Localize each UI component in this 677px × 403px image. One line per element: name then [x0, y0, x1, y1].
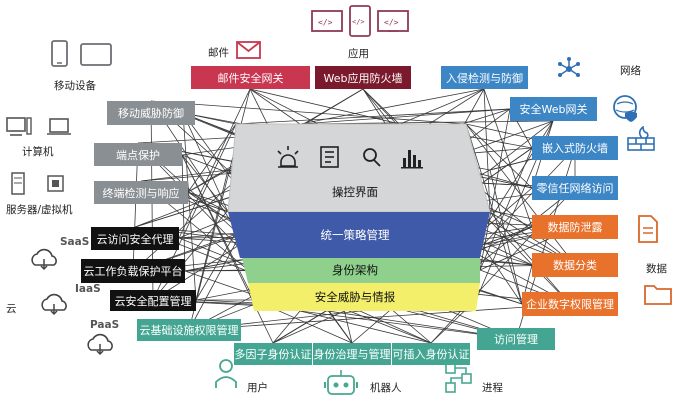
- connector-line: [187, 169, 229, 193]
- app-label: 应用: [348, 48, 369, 60]
- desktop-icon: [49, 118, 69, 133]
- right-box-classification: 数据分类: [532, 253, 618, 277]
- computer-label: 计算机: [22, 146, 54, 158]
- shield-chip-icon: [320, 146, 339, 168]
- chip-icon: [47, 175, 64, 192]
- connector-line: [195, 169, 229, 301]
- user-icon: [215, 359, 237, 388]
- bar-chart-icon: [401, 150, 423, 169]
- svg-text:</>: </>: [352, 18, 365, 26]
- connector-line: [483, 88, 491, 213]
- mail-gateway-box: 邮件安全网关: [191, 66, 310, 89]
- connector-line: [249, 88, 401, 125]
- phone-icon: [51, 40, 112, 67]
- mail-label: 邮件: [208, 47, 229, 59]
- left-box-casb: 云访问安全代理: [91, 227, 179, 250]
- left-box-cspm: 云安全配置管理: [110, 290, 196, 311]
- connector-line: [299, 108, 511, 125]
- mail-icon: [236, 41, 261, 59]
- connector-line: [249, 88, 301, 125]
- right-box-fw: 嵌入式防火墙: [532, 136, 618, 160]
- bottom-box-pluggable: 可插入身份认证: [392, 343, 470, 365]
- bottom-box-mfa: 多因子身份认证: [234, 343, 312, 365]
- bottom-box-iga: 身份治理与管理: [313, 343, 391, 365]
- connector-line: [430, 187, 576, 344]
- connector-line: [479, 147, 533, 271]
- policy-label: 统一策略管理: [320, 228, 390, 242]
- connector-line: [182, 112, 229, 213]
- iaas-label: IaaS: [75, 283, 101, 295]
- left-box-edr: 终端检测与响应: [94, 181, 188, 204]
- connector-line: [181, 154, 186, 272]
- laptop-icon: [6, 117, 71, 136]
- left-box-epp: 端点保护: [94, 143, 182, 166]
- server-icon: [11, 172, 64, 195]
- mobile-label: 移动设备: [54, 80, 96, 92]
- code-window-icon: </> </> </>: [311, 5, 409, 37]
- network-icon: [558, 57, 580, 77]
- connector-line: [399, 88, 485, 125]
- connector-line: [235, 108, 511, 125]
- cloud-icon: [87, 333, 113, 356]
- siren-icon: [277, 146, 299, 168]
- connector-line: [465, 123, 533, 189]
- left-box-mtd: 移动威胁防御: [107, 101, 195, 125]
- policy-layer: [228, 212, 490, 258]
- connector-line: [187, 191, 229, 213]
- paas-label: PaaS: [90, 319, 120, 331]
- connector-line: [489, 169, 523, 305]
- search-icon: [363, 148, 381, 167]
- connector-line: [299, 310, 432, 344]
- connector-line: [299, 88, 485, 125]
- identity-label: 身份架构: [332, 263, 378, 277]
- connector-line: [182, 112, 197, 301]
- right-box-dlp: 数据防泄露: [532, 215, 618, 239]
- right-box-edrm: 企业数字权限管理: [522, 292, 618, 316]
- document-icon: [638, 215, 658, 243]
- cloud-icon: [31, 248, 57, 271]
- waf-box: Web应用防火墙: [315, 66, 411, 89]
- connector-line: [479, 226, 533, 236]
- connector-line: [483, 88, 533, 228]
- folder-icon: [644, 285, 672, 305]
- cloud-icon: [41, 293, 67, 316]
- bottom-box-access: 访问管理: [477, 328, 555, 350]
- robot-label: 机器人: [370, 382, 402, 394]
- firewall-icon: [627, 126, 655, 151]
- identity-layer: [242, 258, 480, 283]
- connector-line: [178, 88, 251, 239]
- svg-text:</>: </>: [384, 18, 399, 27]
- threat-layer: [248, 283, 480, 311]
- svg-text:</>: </>: [318, 18, 333, 27]
- server-label: 服务器/虚拟机: [6, 204, 73, 216]
- right-box-ztna: 零信任网络访问: [532, 176, 618, 200]
- connector-line: [181, 154, 255, 301]
- data-label: 数据: [646, 263, 667, 275]
- console-label: 操控界面: [332, 185, 378, 199]
- connector-line: [465, 123, 523, 305]
- connector-line: [272, 310, 301, 344]
- threat-label: 安全威胁与情报: [314, 290, 396, 304]
- connector-line: [465, 123, 576, 266]
- cloud-label: 云: [6, 303, 17, 315]
- connector-line: [359, 310, 432, 344]
- process-icon: [445, 363, 472, 393]
- left-box-cwpp: 云工作负载保护平台: [81, 259, 185, 283]
- network-label: 网络: [620, 65, 641, 77]
- connector-line: [188, 303, 571, 331]
- robot-icon: [324, 370, 358, 395]
- globe-shield-icon: [613, 95, 637, 122]
- saas-label: SaaS: [60, 236, 90, 248]
- bottom-box-ciem: 云基础设施权限管理: [137, 319, 241, 341]
- ids-box: 入侵检测与防御: [441, 66, 528, 89]
- connector-line: [150, 100, 467, 125]
- tablet-icon: [80, 43, 112, 66]
- process-label: 进程: [482, 382, 503, 394]
- connector-line: [188, 234, 241, 331]
- right-box-swg: 安全Web网关: [510, 97, 597, 121]
- user-label: 用户: [247, 382, 268, 394]
